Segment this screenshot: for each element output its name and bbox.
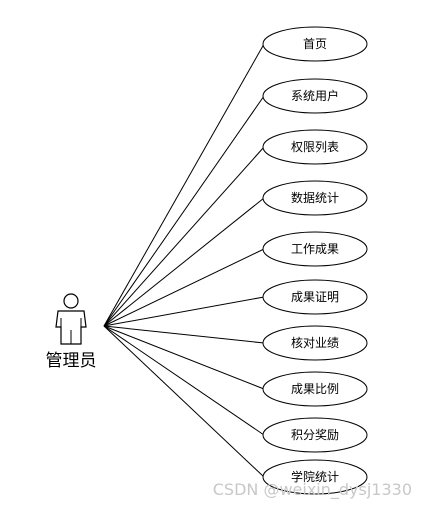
use-case: 系统用户 [262, 78, 368, 114]
use-case: 核对业绩 [262, 325, 368, 361]
use-case: 成果证明 [262, 279, 368, 315]
association-line [103, 296, 265, 327]
use-case-label: 工作成果 [291, 242, 339, 256]
association-line [103, 325, 265, 390]
watermark: CSDN @weixin_dysj1330 [213, 480, 412, 500]
use-case-ellipse [262, 78, 368, 114]
use-case-ellipse [262, 129, 368, 165]
association-line [103, 325, 265, 436]
association-line [103, 248, 265, 327]
association-lines [103, 43, 265, 478]
use-case-ellipse [262, 279, 368, 315]
use-case-ellipse [262, 26, 368, 62]
use-case-ellipse [262, 371, 368, 407]
use-case-label: 系统用户 [291, 88, 339, 103]
use-case-label: 学院统计 [291, 469, 339, 484]
use-case: 学院统计 [262, 459, 368, 495]
use-case-ellipse [262, 417, 368, 453]
use-case-ellipse [262, 231, 368, 267]
association-line [103, 197, 265, 327]
association-line [103, 43, 265, 327]
use-case: 积分奖励 [262, 417, 368, 453]
association-line [103, 325, 265, 478]
use-case-label: 首页 [303, 37, 327, 51]
use-case-label: 成果比例 [291, 382, 339, 396]
use-case-label: 积分奖励 [291, 428, 339, 442]
actor-label: 管理员 [46, 351, 97, 371]
use-case-ellipse [262, 180, 368, 216]
use-case: 首页 [262, 26, 368, 62]
use-case: 工作成果 [262, 231, 368, 267]
use-case-label: 权限列表 [291, 140, 339, 154]
use-case-label: 核对业绩 [291, 336, 339, 350]
use-case-label: 成果证明 [291, 290, 339, 304]
association-line [103, 146, 265, 327]
use-case: 数据统计 [262, 180, 368, 216]
actor-head [63, 293, 79, 309]
actor-administrator: 管理员 [46, 293, 97, 371]
use-case-label: 数据统计 [291, 190, 339, 205]
use-case-ellipse [262, 325, 368, 361]
use-case: 成果比例 [262, 371, 368, 407]
actor-body [55, 310, 87, 345]
use-case-ellipse [262, 459, 368, 495]
association-line [103, 325, 265, 344]
use-case: 权限列表 [262, 129, 368, 165]
association-line [103, 95, 265, 327]
